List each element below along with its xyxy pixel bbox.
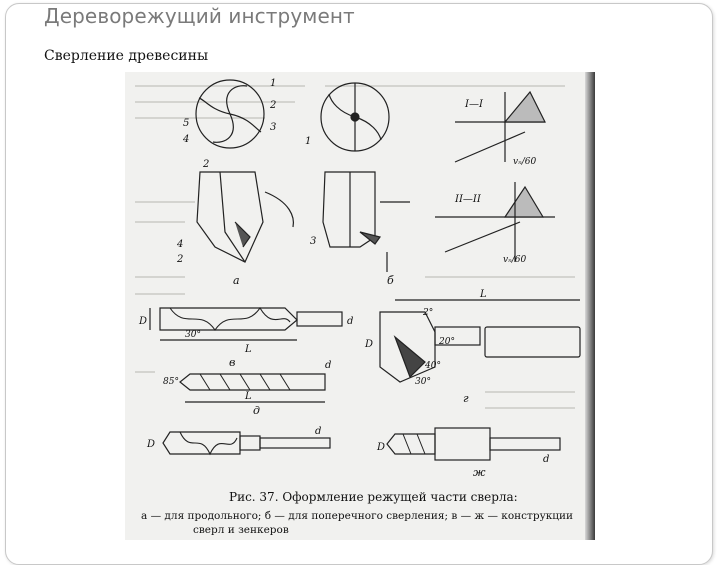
label-v60-2: vₙ/60 — [503, 255, 526, 265]
label-L-g: L — [479, 289, 487, 300]
panel-label-v: в — [229, 356, 235, 369]
label-d-d: d — [325, 360, 331, 371]
label-4a: 4 — [182, 134, 189, 145]
label-L-d: L — [244, 391, 252, 402]
caption-line-2: а — для продольного; б — для поперечного… — [141, 510, 574, 522]
slide-subtitle: Сверление древесины — [44, 48, 209, 64]
drill-end-view-a — [195, 79, 265, 149]
drill-d — [179, 373, 326, 403]
label-30-g: 30° — [415, 377, 431, 387]
drill-side-view-b — [322, 171, 410, 272]
label-3a: 3 — [270, 122, 276, 133]
drill-end-view-b — [320, 82, 390, 152]
label-4a-side: 4 — [176, 239, 183, 250]
ghost-text — [135, 85, 575, 409]
panel-label-zh: ж — [473, 466, 486, 479]
panel-label-d: д — [253, 404, 260, 417]
label-2a-side: 2 — [202, 159, 209, 170]
label-d-in: d — [347, 316, 353, 327]
drill-e — [162, 431, 331, 456]
label-2a: 2 — [269, 100, 276, 111]
label-40-g: 40° — [424, 361, 441, 371]
drill-side-view-a — [196, 171, 294, 263]
label-85: 85° — [163, 377, 179, 387]
panel-label-g: г — [463, 392, 469, 405]
label-D-e: D — [146, 439, 155, 450]
label-section-I: I—I — [464, 99, 484, 110]
drill-in — [149, 306, 343, 341]
scan-page-edge — [585, 72, 595, 540]
label-1b: 1 — [305, 136, 311, 147]
label-30-in: 30° — [185, 330, 201, 340]
section-I-I — [454, 90, 546, 163]
caption-line-3: сверл и зенкеров — [193, 524, 289, 536]
label-20-g: 20° — [438, 337, 455, 347]
label-5a: 5 — [183, 118, 189, 129]
panel-label-b: б — [387, 274, 394, 287]
label-D-g: D — [364, 339, 373, 350]
caption-line-1: Рис. 37. Оформление режущей части сверла… — [229, 490, 518, 504]
label-1a: 1 — [270, 78, 276, 89]
label-v60-1: vₙ/60 — [513, 157, 536, 167]
slide-title: Дереворежущий инструмент — [44, 4, 355, 28]
label-3b: 3 — [310, 236, 316, 247]
label-section-II: II—II — [454, 194, 482, 205]
figure-scan: 1 2 3 5 4 1 I—I vₙ/60 2 4 — [125, 72, 595, 540]
label-d-e: d — [315, 426, 321, 437]
label-D-in: D — [138, 316, 147, 327]
label-d-zh: d — [543, 454, 549, 465]
drill-zh — [386, 427, 561, 461]
label-2deg-g: 2° — [422, 308, 433, 318]
drill-diagram: 1 2 3 5 4 1 I—I vₙ/60 2 4 — [135, 78, 581, 479]
panel-label-a: а — [233, 274, 240, 287]
section-II-II — [435, 182, 555, 262]
label-D-zh: D — [376, 442, 385, 453]
countersink-g — [379, 299, 581, 383]
label-L-in: L — [244, 344, 252, 355]
label-2a-side2: 2 — [176, 254, 183, 265]
